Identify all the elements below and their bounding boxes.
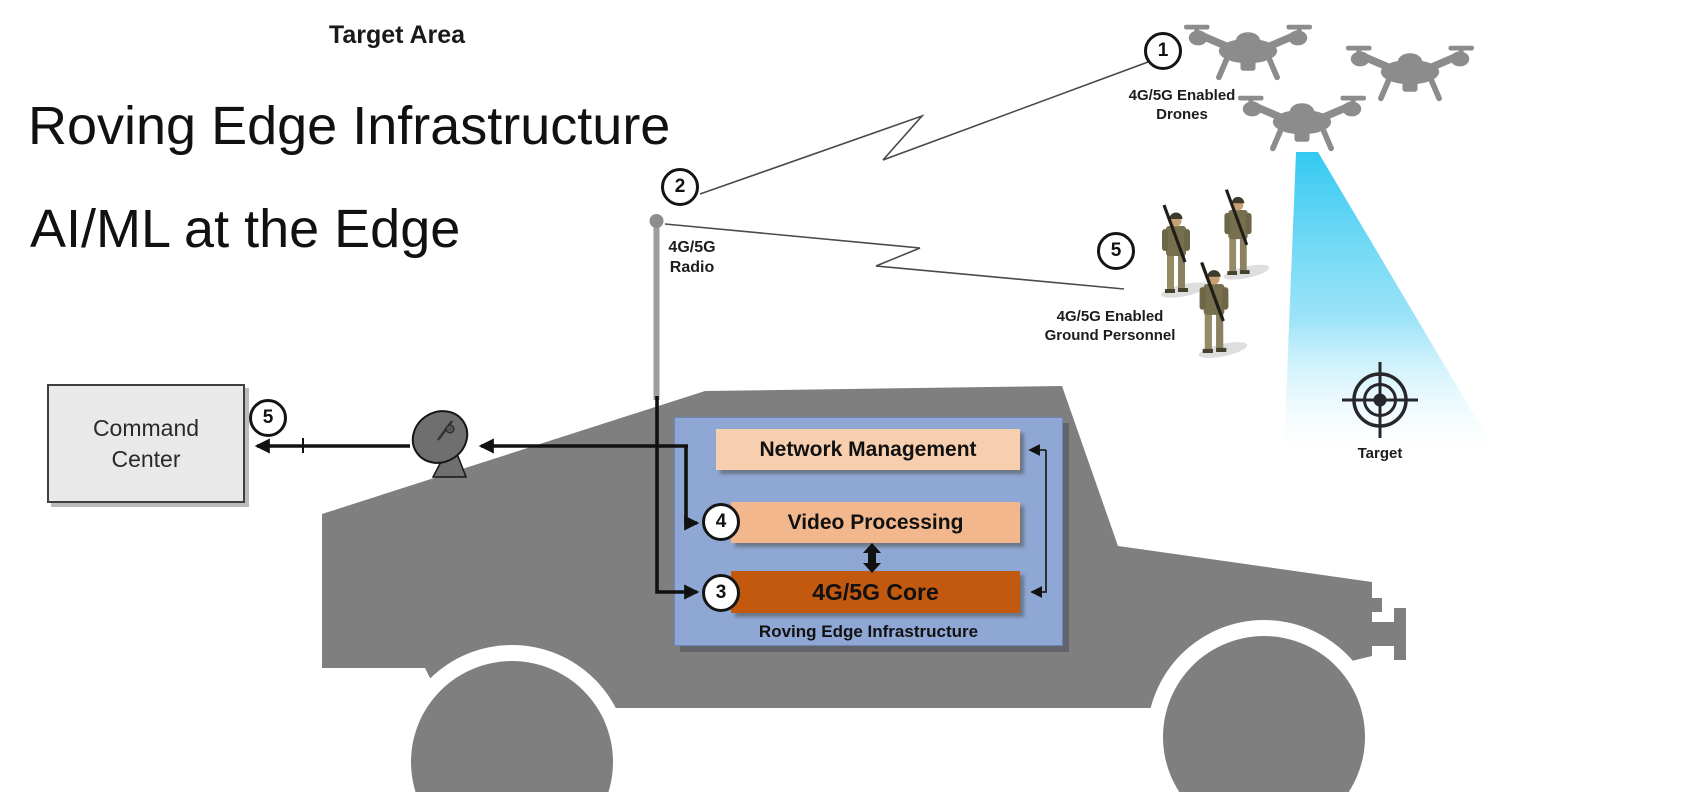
detection-beam: [1284, 152, 1496, 452]
step-badge-personnel: 5: [1097, 232, 1135, 270]
soldier-icon: [1221, 188, 1273, 285]
radio-label-line1: 4G/5G: [668, 239, 716, 256]
page-title: Roving Edge Infrastructure: [28, 96, 671, 156]
soldier-icon: [1158, 203, 1212, 303]
personnel-label-line2: Ground Personnel: [1044, 327, 1176, 344]
personnel-label: 4G/5G Enabled Ground Personnel: [1022, 307, 1198, 345]
drone-icon: [1184, 25, 1312, 78]
step-badge-command: 5: [249, 399, 287, 437]
wireless-link-drones: [699, 61, 1149, 195]
vehicle-wheels: [395, 620, 1381, 792]
drones-label-line2: Drones: [1156, 106, 1208, 123]
drones-label-line1: 4G/5G Enabled: [1128, 87, 1236, 104]
target-area-heading: Target Area: [328, 21, 466, 49]
video-processing-module: Video Processing: [731, 502, 1020, 543]
target-label: Target: [1357, 445, 1403, 462]
command-center-box: Command Center: [47, 384, 245, 503]
personnel-label-line1: 4G/5G Enabled: [1056, 308, 1164, 325]
radio-label-line2: Radio: [669, 259, 715, 276]
step-badge-drones: 1: [1144, 32, 1182, 70]
core-module: 4G/5G Core: [731, 571, 1020, 613]
command-center-label-line1: Command: [92, 414, 200, 441]
roving-edge-panel-caption: Roving Edge Infrastructure: [758, 622, 979, 641]
page-subtitle: AI/ML at the Edge: [30, 199, 461, 259]
crosshair-target-icon: [1342, 362, 1418, 438]
command-center-label-line2: Center: [111, 445, 181, 472]
network-management-module: Network Management: [716, 429, 1020, 470]
drone-icon: [1346, 46, 1474, 99]
step-badge-video: 4: [702, 503, 740, 541]
drones-label: 4G/5G Enabled Drones: [1104, 86, 1260, 124]
wireless-link-personnel: [664, 223, 1125, 290]
radio-label: 4G/5G Radio: [652, 238, 732, 278]
vehicle-exhaust-pipe: [1364, 622, 1398, 646]
satellite-dish-icon: [411, 410, 469, 478]
vehicle-exhaust-cap: [1394, 608, 1406, 660]
radio-mast-icon: [649, 214, 664, 400]
step-badge-radio: 2: [661, 168, 699, 206]
step-badge-core: 3: [702, 574, 740, 612]
